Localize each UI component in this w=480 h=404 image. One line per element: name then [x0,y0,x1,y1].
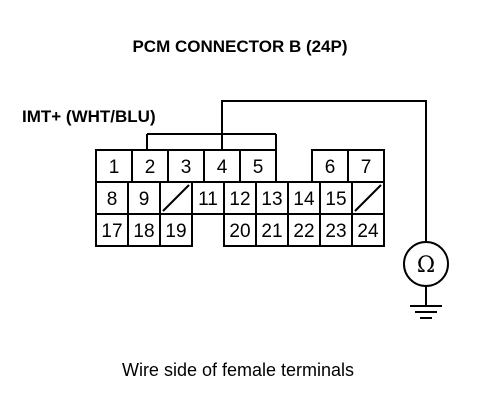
pin-number: 21 [261,221,282,242]
pin-number: 7 [361,157,372,178]
diagram-caption: Wire side of female terminals [122,360,354,380]
wire-label: IMT+ (WHT/BLU) [22,107,156,126]
terminal-cell-24 [351,213,385,247]
ohmmeter-icon: Ω [403,241,449,287]
diagram-title: PCM CONNECTOR B (24P) [132,37,347,56]
pin-number: 5 [253,157,264,178]
terminal-cell-12 [223,181,257,215]
test-lead-wire [221,100,427,242]
pin-number: 22 [293,221,314,242]
unused-terminal-slash [162,184,190,212]
terminal-cell-17 [95,213,129,247]
terminal-cell-8 [95,181,129,215]
pin-number: 15 [325,189,346,210]
pin-number: 8 [107,189,118,210]
connector-lock-tab [146,133,277,150]
pin-number: 4 [217,157,228,178]
pin-number: 20 [229,221,250,242]
ground-icon [410,286,442,319]
pin-number: 14 [293,189,315,210]
pin-number: 18 [133,221,154,242]
terminal-cell-2 [131,149,169,183]
terminal-cell-1 [95,149,133,183]
terminal-cell-11 [191,181,225,215]
pin-numbers: 1 2 3 4 5 6 7 8 9 11 12 13 14 15 17 18 1… [101,157,379,242]
connector-body [95,149,385,247]
unused-terminal-slash [354,184,382,212]
pin-number: 2 [145,157,156,178]
terminal-cell-23 [319,213,353,247]
pin-number: 9 [139,189,150,210]
terminal-cell-21 [255,213,289,247]
pin-number: 1 [109,157,120,178]
terminal-cell-18 [127,213,161,247]
pin-number: 19 [165,221,186,242]
pin-number: 3 [181,157,192,178]
pin-number: 13 [261,189,282,210]
terminal-cell-3 [167,149,205,183]
pin-number: 23 [325,221,346,242]
terminal-cell-19 [159,213,193,247]
pin-number: 6 [325,157,336,178]
ohm-symbol: Ω [417,253,435,278]
pin-number: 12 [229,189,250,210]
pin-number: 17 [101,221,122,242]
pin-number: 11 [198,189,218,210]
pin-number: 24 [357,221,379,242]
terminal-cell-15 [319,181,353,215]
terminal-cell-22 [287,213,321,247]
terminal-cell-7 [347,149,385,183]
terminal-cell-14 [287,181,321,215]
